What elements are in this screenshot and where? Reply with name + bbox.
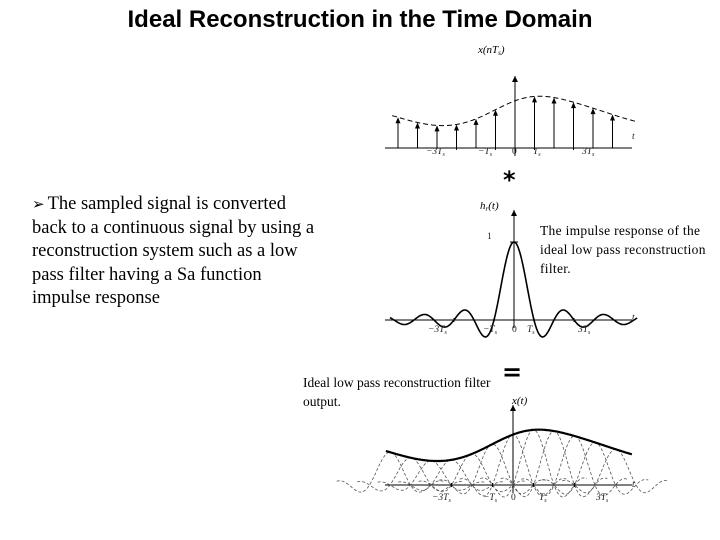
sample-arrowhead-icon [454, 124, 459, 131]
mid-tick-minus-3ts: −3Ts [428, 325, 447, 336]
top-tick-minus-3ts: −3Ts [426, 147, 445, 158]
shifted-sinc-curve [377, 460, 485, 491]
sample-arrowhead-icon [395, 117, 401, 124]
top-tick-minus-ts: −Ts [478, 147, 493, 158]
shifted-sinc-curve [562, 448, 669, 494]
top-tick-3ts: 3Ts [582, 147, 595, 158]
shifted-sinc-curve [418, 453, 526, 493]
bullet-text: The sampled signal is converted back to … [32, 194, 315, 308]
bot-tick-minus-3ts: −3Ts [432, 493, 451, 504]
top-axis-label: t [632, 132, 635, 142]
equals-operator: = [502, 358, 523, 386]
top-tick-zero: 0 [512, 147, 517, 157]
top-y-arrow-icon [512, 76, 518, 82]
shifted-sinc-curve [521, 435, 628, 496]
shifted-sinc-curve [439, 443, 546, 495]
page-title: Ideal Reconstruction in the Time Domain [127, 6, 593, 33]
impulse-response-caption: The impulse response of the ideal low pa… [540, 223, 706, 276]
filter-output-caption: Ideal low pass reconstruction filter out… [303, 375, 491, 409]
mid-tick-minus-ts: −Ts [483, 325, 498, 336]
sampled-signal-plot [385, 76, 638, 156]
signal-envelope [392, 95, 638, 127]
mid-axis-label: t [632, 313, 635, 323]
sample-arrowhead-icon [473, 118, 479, 125]
bot-y-arrow-icon [510, 405, 516, 411]
sample-arrowhead-icon [434, 125, 440, 132]
convolution-operator: * [503, 166, 516, 194]
sample-arrowhead-icon [551, 97, 557, 104]
sampled-signal-label: x(nTs) [478, 44, 505, 57]
reconstructed-output-plot [336, 405, 669, 498]
reconstructed-signal-curve [385, 428, 633, 463]
sample-arrowhead-icon [571, 102, 576, 109]
bot-tick-ts: Ts [539, 493, 547, 504]
arrow-bullet-icon: ➢ [32, 195, 45, 213]
bot-tick-minus-ts: −Ts [483, 493, 498, 504]
sample-arrowhead-icon [415, 122, 420, 129]
impulse-response-label: hr(t) [480, 200, 499, 213]
mid-tick-3ts: 3Ts [578, 325, 591, 336]
sample-arrowhead-icon [590, 108, 596, 115]
mid-tick-zero: 0 [512, 325, 517, 335]
impulse-response-plot [385, 210, 638, 338]
bullet-point: ➢The sampled signal is converted back to… [32, 193, 322, 311]
mid-y-arrow-icon [511, 210, 517, 216]
output-signal-label: x(t) [512, 395, 528, 407]
sample-arrowhead-icon [610, 114, 615, 121]
shifted-sinc-curve [336, 451, 444, 493]
sample-arrowhead-icon [532, 96, 537, 103]
bot-tick-3ts: 3Ts [596, 493, 609, 504]
mid-tick-ts: Ts [527, 325, 535, 336]
impulse-peak-label: 1 [487, 232, 492, 242]
bot-axis-label: t [632, 480, 635, 490]
top-tick-ts: Ts [533, 147, 541, 158]
bot-tick-zero: 0 [511, 493, 516, 503]
sample-arrowhead-icon [493, 109, 498, 116]
shifted-sinc-curve [357, 457, 464, 492]
